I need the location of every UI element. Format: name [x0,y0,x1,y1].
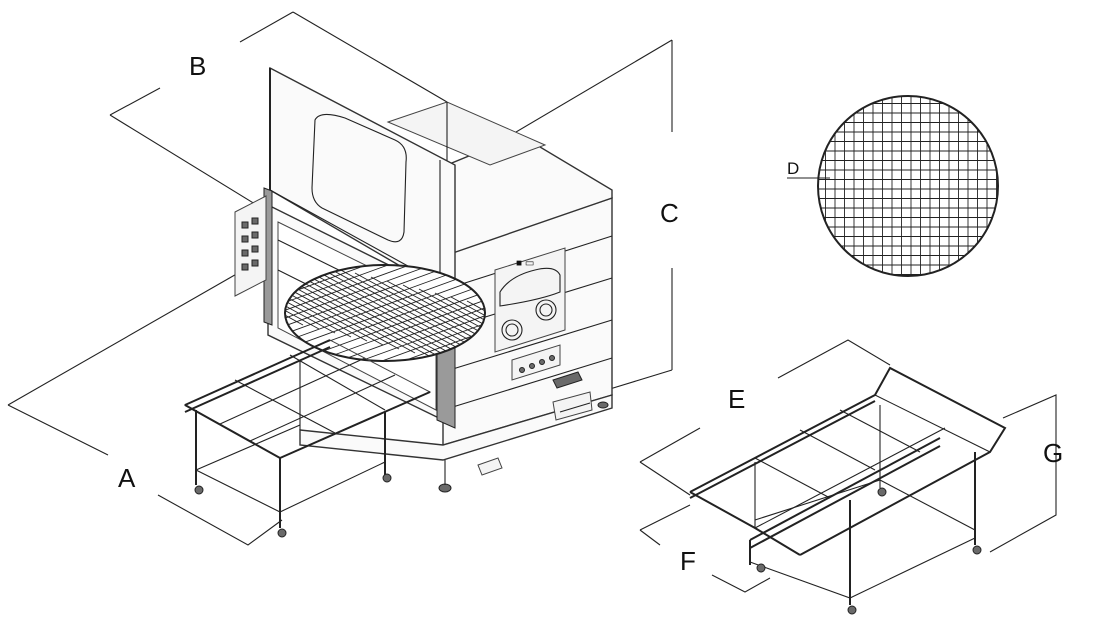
label-d: D [787,159,799,178]
mesh-line [434,292,485,361]
mesh-line [285,265,448,361]
mesh-line [285,266,448,348]
mesh-line [402,284,485,361]
mesh-line [354,282,485,361]
label-g: G [1043,438,1063,468]
svg-text:■ ▭: ■ ▭ [516,258,534,269]
mesh-line [386,286,485,361]
label-f: F [680,546,696,576]
mesh-line [285,272,485,354]
label-e: E [728,384,745,414]
mesh-line [285,265,352,338]
mesh-line [418,288,485,361]
mesh-line [285,268,464,350]
trolley-attached [183,339,432,538]
label-a: A [118,463,136,493]
mesh-line [338,280,485,361]
label-b: B [189,51,206,81]
blast-cabinet: ■ ▭ [234,66,613,493]
mesh-line [322,278,485,360]
mesh-line [386,280,485,361]
mesh-detail [787,95,999,277]
mesh-line [285,265,384,346]
dimension-labels: A B C D E F G [118,51,1063,576]
mesh-line [285,265,432,346]
mesh-line [285,265,384,340]
mesh-line [285,265,416,344]
trolley-detail [639,339,1057,615]
label-c: C [660,198,679,228]
turntable-mesh [284,264,486,362]
mesh-line [354,272,485,361]
mesh-line [285,265,368,342]
mesh-line [322,265,485,361]
mesh-line [285,265,432,358]
mesh-line [306,265,485,361]
mesh-line [306,276,485,358]
mesh-line [285,265,416,354]
